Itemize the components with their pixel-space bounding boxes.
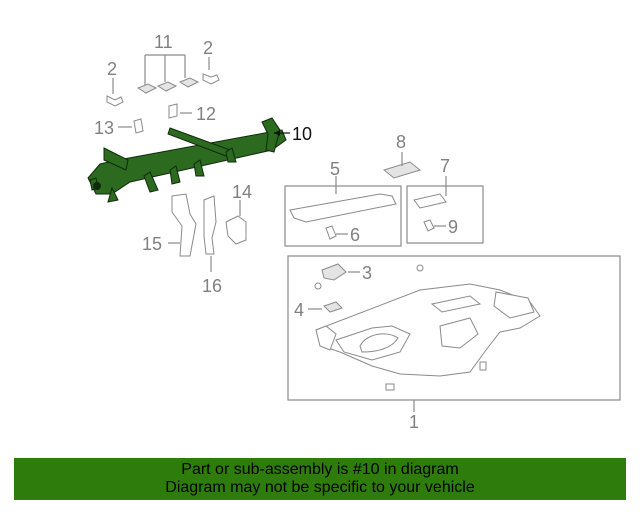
part-3-bracket bbox=[321, 263, 360, 281]
callout-3: 3 bbox=[362, 263, 372, 283]
part-12 bbox=[168, 103, 192, 119]
part-13 bbox=[133, 118, 144, 134]
callout-11: 11 bbox=[154, 32, 173, 52]
callout-12: 12 bbox=[196, 104, 216, 124]
callout-7: 7 bbox=[440, 156, 450, 176]
callout-2-right: 2 bbox=[203, 38, 213, 58]
callout-8: 8 bbox=[396, 132, 406, 152]
callout-15: 15 bbox=[142, 234, 162, 254]
part-4-clip bbox=[308, 301, 343, 313]
part-11-group bbox=[136, 54, 200, 94]
part-9-clip bbox=[423, 219, 446, 232]
callout-2-left: 2 bbox=[107, 59, 117, 79]
callout-6: 6 bbox=[350, 225, 360, 245]
banner-line-2: Diagram may not be specific to your vehi… bbox=[165, 479, 475, 496]
callout-5: 5 bbox=[330, 159, 340, 179]
part-1-instrument-panel bbox=[315, 283, 541, 377]
banner-line-1: Part or sub-assembly is #10 in diagram bbox=[181, 461, 459, 478]
callout-1: 1 bbox=[409, 412, 419, 432]
clip-icon bbox=[385, 383, 395, 391]
part-2-right bbox=[202, 57, 220, 85]
part-10-dash-reinforcement bbox=[87, 117, 287, 203]
callout-14: 14 bbox=[232, 182, 252, 202]
part-5-shelf bbox=[289, 176, 397, 223]
part-8-panel bbox=[382, 152, 422, 179]
part-15-brace bbox=[168, 193, 197, 257]
callout-10: 10 bbox=[292, 124, 312, 144]
part-6-clip bbox=[325, 225, 348, 240]
callout-9: 9 bbox=[448, 217, 458, 237]
part-5-box bbox=[284, 185, 402, 247]
part-14-bracket bbox=[225, 200, 247, 245]
part-7-box bbox=[406, 185, 484, 244]
info-banner: Part or sub-assembly is #10 in diagram D… bbox=[14, 458, 626, 500]
part-2-left bbox=[106, 78, 124, 107]
callout-4: 4 bbox=[294, 300, 304, 320]
part-16-brace bbox=[203, 195, 217, 272]
callout-16: 16 bbox=[202, 276, 222, 296]
screw-icon bbox=[416, 264, 424, 272]
screw-icon bbox=[314, 282, 322, 290]
part-7-panel bbox=[413, 176, 447, 209]
callout-13: 13 bbox=[94, 118, 114, 138]
part-1-box bbox=[287, 255, 621, 401]
clip-icon bbox=[479, 361, 487, 371]
